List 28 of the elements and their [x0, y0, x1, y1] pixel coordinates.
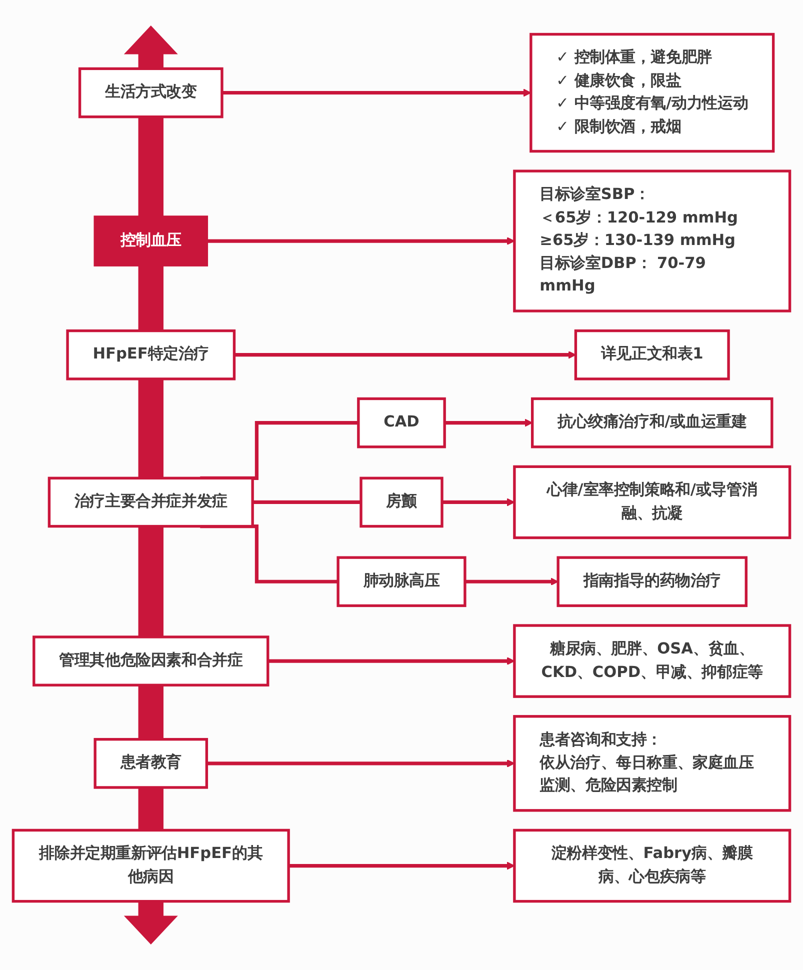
arrow: [206, 759, 515, 768]
detail-box: 糖尿病、肥胖、OSA、贫血、CKD、COPD、甲减、抑郁症等: [513, 624, 792, 698]
arrow: [442, 498, 515, 506]
step-box: 治疗主要合并症并发症: [48, 476, 254, 528]
arrow: [234, 350, 576, 359]
detail-box: 抗心绞痛治疗和/或血运重建: [530, 397, 774, 448]
step-box: 生活方式改变: [78, 67, 224, 118]
arrow: [288, 862, 515, 870]
condition-box: CAD: [357, 397, 446, 448]
step-box: HFpEF特定治疗: [66, 329, 236, 380]
connector-line: [252, 500, 361, 504]
step-box: 管理其他危险因素和合并症: [32, 636, 270, 686]
arrow: [268, 657, 515, 665]
arrow: [206, 237, 515, 245]
detail-box: ✓ 控制体重，避免肥胖 ✓ 健康饮食，限盐 ✓ 中等强度有氧/动力性运动 ✓ 限制饮酒，戒烟: [530, 32, 775, 153]
detail-box: 心律/室率控制策略和/或导管消融、抗凝: [513, 465, 792, 540]
detail-box: 详见正文和表1: [574, 329, 730, 380]
arrow: [444, 418, 533, 427]
condition-box: 房颤: [360, 476, 444, 528]
detail-box: 目标诊室SBP： ＜65岁：120-129 mmHg ≥65岁：130-139 mmHg 目标诊室DBP： 70-79 mmHg: [513, 170, 792, 312]
arrow: [464, 578, 558, 586]
step-box: 排除并定期重新评估HFpEF的其他病因: [12, 828, 290, 903]
condition-box: 肺动脉高压: [336, 556, 466, 608]
connector-line: [200, 524, 338, 584]
step-box: 控制血压: [94, 216, 208, 266]
detail-box: 淀粉样变性、Fabry病、瓣膜病、心包疾病等: [513, 828, 792, 903]
connector-line: [200, 421, 358, 480]
arrow: [222, 88, 532, 97]
